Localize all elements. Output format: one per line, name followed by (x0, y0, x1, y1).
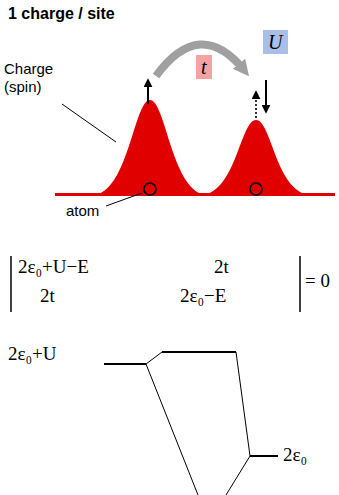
equation-rhs: = 0 (305, 272, 330, 290)
matrix-cell: 2t (214, 258, 229, 276)
callout-label: atom (66, 202, 99, 220)
correlation-line (146, 364, 198, 495)
correlation-line (236, 352, 250, 456)
parameter-box: t (196, 55, 212, 79)
matrix-cell: 2t (40, 287, 55, 305)
determinant-bar (299, 256, 301, 312)
matrix-cell: 2ε₀−E (180, 287, 226, 305)
charge-cloud (200, 120, 312, 195)
charge-cloud (92, 100, 208, 195)
parameter-symbol: t (201, 57, 207, 77)
determinant-bar (10, 256, 12, 312)
spin-up-arrow-dotted (255, 92, 257, 118)
title: 1 charge / site (8, 5, 115, 23)
energy-level (250, 455, 278, 457)
spin-down-arrow (265, 80, 267, 112)
atom-circle (250, 183, 262, 195)
matrix-cell: 2ε₀+U−E (18, 258, 89, 276)
leader-line (106, 193, 142, 206)
energy-label: 2ε₀ (283, 446, 307, 464)
parameter-box: U (263, 30, 288, 54)
energy-level (162, 351, 236, 353)
correlation-line (146, 352, 162, 364)
callout-label: Charge (spin) (4, 60, 76, 96)
correlation-line (226, 456, 250, 495)
energy-level (104, 363, 146, 365)
energy-label: 2ε₀+U (8, 345, 57, 363)
leader-line (62, 104, 116, 142)
atom-circle (144, 183, 156, 195)
spin-up-arrow (147, 80, 149, 104)
parameter-symbol: U (268, 32, 283, 52)
